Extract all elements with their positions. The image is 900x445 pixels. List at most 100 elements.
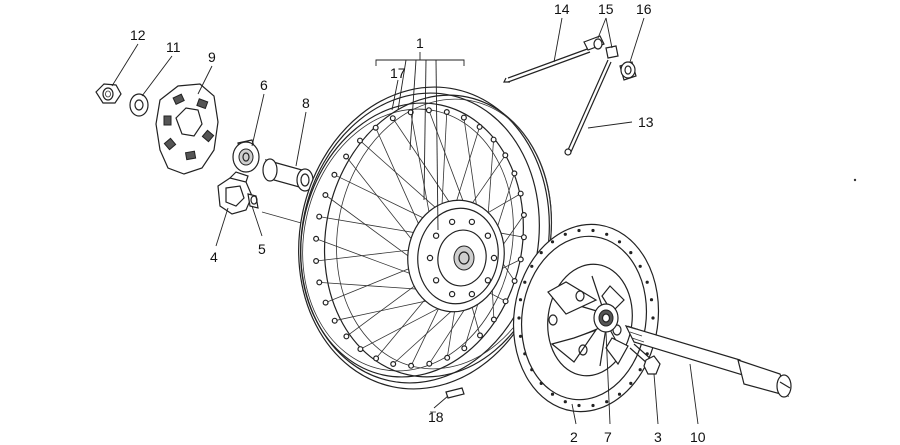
disc-hole xyxy=(523,280,527,284)
callout-15: 15 xyxy=(598,1,614,17)
spoke-nipple xyxy=(343,153,350,160)
callout-2: 2 xyxy=(570,429,578,445)
disc-hole xyxy=(638,368,642,372)
spoke-nipple xyxy=(331,317,338,324)
callout-10: 10 xyxy=(690,429,706,445)
disc-hole xyxy=(645,280,649,284)
spoke xyxy=(359,140,448,219)
spoke-nipple xyxy=(343,333,350,340)
callout-4: 4 xyxy=(210,249,218,265)
part-5-drive-pin xyxy=(247,193,259,209)
disc-hole xyxy=(591,228,595,233)
callout-18: 18 xyxy=(428,409,444,425)
part-7-bearing xyxy=(593,303,619,333)
disc-hole xyxy=(649,298,654,302)
disc-hole xyxy=(591,403,595,408)
spoke-nipple xyxy=(372,124,379,131)
spoke-nipple xyxy=(389,115,396,122)
callout-13: 13 xyxy=(638,114,654,130)
disc-hole xyxy=(550,240,555,244)
part-2-brake-disc xyxy=(512,223,660,413)
disc-hole xyxy=(651,316,655,320)
spoke xyxy=(334,174,438,226)
disc-hole xyxy=(605,400,609,404)
spoke-nipple xyxy=(502,298,509,305)
disc-hole xyxy=(563,400,567,404)
spoke-nipple xyxy=(476,123,483,130)
hub-hole xyxy=(448,290,456,298)
disc-hole xyxy=(539,251,543,255)
disc-hole xyxy=(518,298,523,302)
disc-hole xyxy=(517,316,521,320)
spoke-nipple xyxy=(316,279,323,286)
disc-hole xyxy=(617,240,622,244)
wheel-hub xyxy=(407,199,505,313)
disc-hole xyxy=(550,392,555,396)
part-12-nut xyxy=(95,83,122,104)
spoke-nipple xyxy=(520,212,527,219)
hub-hole xyxy=(432,232,440,239)
callout-7: 7 xyxy=(604,429,612,445)
hub-hole xyxy=(484,277,492,284)
callout-1: 1 xyxy=(416,35,424,51)
callout-14: 14 xyxy=(554,1,570,17)
spoke-nipple xyxy=(407,109,414,116)
callout-9: 9 xyxy=(208,49,216,65)
disc-hole xyxy=(605,232,609,236)
disc-hole xyxy=(629,251,633,255)
spoke-nipple xyxy=(425,107,432,114)
part-16-cap xyxy=(619,61,637,81)
disc-hole xyxy=(563,232,567,236)
spoke-nipple xyxy=(443,108,450,115)
spoke-nipple xyxy=(511,278,518,285)
spoke-nipple xyxy=(373,355,380,362)
spoke-nipple xyxy=(477,332,484,339)
part-13-spoke xyxy=(564,59,612,156)
disc-hole xyxy=(539,381,543,385)
spoke-nipple xyxy=(490,136,497,143)
disc-hole xyxy=(617,392,622,396)
disc-hole xyxy=(530,368,534,372)
callout-5: 5 xyxy=(258,241,266,257)
callout-16: 16 xyxy=(636,1,652,17)
callout-8: 8 xyxy=(302,95,310,111)
disc-hole xyxy=(518,334,523,338)
disc-hole xyxy=(577,228,581,233)
hub-hole xyxy=(426,254,434,262)
spoke-nipple xyxy=(408,362,415,369)
callout-11: 11 xyxy=(166,39,181,55)
leader-lines xyxy=(111,17,699,425)
spoke-nipple xyxy=(426,360,433,367)
callout-12: 12 xyxy=(130,27,146,43)
disc-hole xyxy=(530,264,534,268)
spoke xyxy=(319,216,431,236)
spoke-nipple xyxy=(444,354,451,361)
part-18-clip xyxy=(445,387,465,399)
part-14-spoke xyxy=(503,47,591,83)
callout-labels: 1 2 3 4 5 6 7 8 9 10 11 12 13 14 15 16 1… xyxy=(130,1,706,445)
wheel-nipples xyxy=(313,107,527,369)
spoke-nipple xyxy=(517,256,524,263)
spoke-nipple xyxy=(331,171,338,178)
callout-6: 6 xyxy=(260,77,268,93)
part-8-spacer xyxy=(262,158,314,192)
spoke-nipple xyxy=(460,114,467,121)
spoke-nipple xyxy=(313,235,320,242)
spoke-nipple xyxy=(322,299,329,306)
part-4-speedo-drive xyxy=(217,171,253,215)
part-11-washer xyxy=(129,93,149,117)
spoke-nipple xyxy=(313,258,320,265)
spoke xyxy=(392,117,460,217)
hub-hole xyxy=(468,218,476,226)
disc-hole xyxy=(629,381,633,385)
part-10-axle xyxy=(624,325,792,398)
part-9-drive-plate xyxy=(155,83,219,175)
spoke-nipple xyxy=(357,137,364,144)
stray-marks xyxy=(430,178,857,413)
hub-hole xyxy=(484,232,492,239)
spoke-nipple xyxy=(502,152,509,159)
spoke-nipple xyxy=(517,190,524,197)
spoke-nipple xyxy=(322,192,329,199)
